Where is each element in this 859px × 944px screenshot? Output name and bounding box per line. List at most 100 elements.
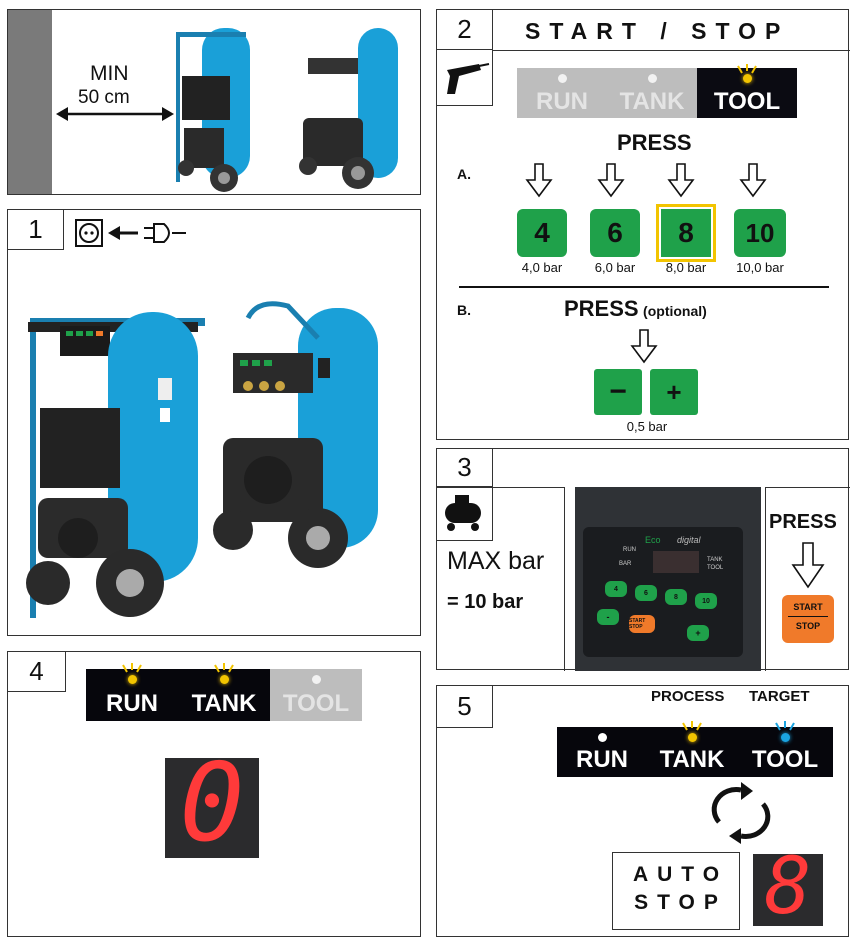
led-bar-run-tank: RUN TANK TOOL <box>86 663 368 721</box>
plus-button[interactable]: + <box>650 369 698 415</box>
right-subbox <box>765 487 850 671</box>
optional-label: (optional) <box>643 303 707 319</box>
pressure-button-6-label: 6 <box>607 217 623 248</box>
title-start-stop: START / STOP <box>525 18 790 44</box>
display-digit: 8 <box>764 854 812 926</box>
step-value: 0,5 bar <box>626 419 668 434</box>
min-label: MIN <box>90 62 129 85</box>
press-label-3: PRESS <box>769 511 837 533</box>
target-label: TARGET <box>749 688 810 705</box>
auto-stop-box: AUTO STOP <box>612 852 740 930</box>
step-number: 2 <box>437 10 493 50</box>
led-dot-run <box>127 675 137 684</box>
led-tool: TOOL <box>270 669 362 721</box>
led-label-tool: TOOL <box>751 746 819 773</box>
led-dot-tool <box>742 74 752 83</box>
led-dot-tool <box>311 675 321 684</box>
air-gun-icon <box>447 63 490 94</box>
pressure-button-6[interactable]: 6 <box>590 209 640 257</box>
led-bar-process: RUN TANK TOOL <box>557 721 833 777</box>
compressor-illustration-large <box>26 301 378 618</box>
compressor-icon-box <box>437 487 493 541</box>
compressor-illustration-small <box>176 28 398 192</box>
mini-display <box>653 551 699 573</box>
seven-seg-display-small: 8 <box>753 854 823 926</box>
down-arrow-b-icon <box>630 329 658 364</box>
led-tank: TANK <box>178 663 270 721</box>
led-label-tank: TANK <box>191 690 257 717</box>
display-digit: 0 <box>179 758 245 858</box>
title-underline <box>493 50 850 51</box>
press-optional: PRESS (optional) <box>564 296 707 322</box>
seven-seg-display: 0 <box>165 758 259 858</box>
pressure-button-10[interactable]: 10 <box>734 209 786 257</box>
pressure-button-8[interactable]: 8 <box>661 209 711 257</box>
run-mini: RUN <box>623 547 636 553</box>
compressor-icon <box>445 495 481 531</box>
led-tank: TANK <box>647 721 737 777</box>
panel-step-3: 3 MAX bar = 10 bar Eco digital RUN BAR T… <box>436 448 850 671</box>
left-subbox <box>437 487 565 671</box>
led-dot-tank <box>219 675 229 684</box>
process-label: PROCESS <box>651 688 725 705</box>
led-glow-tool-icon <box>775 721 795 731</box>
down-arrows-icon <box>525 163 767 198</box>
pressure-button-8-highlight <box>656 204 716 262</box>
cycle-arrows-icon <box>711 782 771 844</box>
led-run: RUN <box>557 727 647 777</box>
pressure-sub-8: 8,0 bar <box>665 260 707 275</box>
tank-mini: TANK <box>707 557 723 563</box>
plus-button-label: + <box>666 376 682 407</box>
minus-button[interactable]: − <box>594 369 642 415</box>
start-stop-divider <box>788 616 828 617</box>
step-b-label: B. <box>457 302 471 318</box>
led-tool: TOOL <box>697 64 797 118</box>
panel-step-2: 2 START / STOP RUN TANK TOOL PRESS A. <box>436 9 850 440</box>
pressure-sub-4: 4,0 bar <box>521 260 563 275</box>
bar-mini: BAR <box>619 561 632 567</box>
digital-label: digital <box>677 535 701 545</box>
led-dot-run <box>597 733 607 742</box>
mini-key-10: 10 <box>695 593 717 609</box>
mini-key-8-label: 8 <box>674 593 678 601</box>
panel-step-4: 4 RUN TANK TOOL 0 <box>7 651 421 937</box>
mini-key-start-stop-label: START STOP <box>629 618 646 630</box>
down-arrow-3-icon <box>791 542 825 589</box>
pressure-sub-10: 10,0 bar <box>736 260 784 275</box>
led-run: RUN <box>86 663 178 721</box>
step-number: 1 <box>8 210 64 250</box>
led-run: RUN <box>517 68 607 118</box>
step-a-label: A. <box>457 166 471 182</box>
mini-key-plus: + <box>687 625 709 641</box>
pressure-button-10-label: 10 <box>745 217 775 248</box>
led-label-tool: TOOL <box>713 88 781 115</box>
pressure-button-4[interactable]: 4 <box>517 209 567 257</box>
step-number: 5 <box>437 686 493 728</box>
tool-mini: TOOL <box>707 565 724 571</box>
mini-key-4: 4 <box>605 581 627 597</box>
led-glow-tank-icon <box>214 663 234 673</box>
led-glow-icon <box>737 64 757 74</box>
stop-label: STOP <box>795 621 821 631</box>
led-label-tank: TANK <box>659 746 725 773</box>
led-dot-tank <box>647 74 657 83</box>
led-tank: TANK <box>607 68 697 118</box>
mini-key-4-label: 4 <box>614 585 618 593</box>
pressure-sub-6: 6,0 bar <box>594 260 636 275</box>
led-glow-run-icon <box>122 663 142 673</box>
led-label-run: RUN <box>106 690 158 717</box>
minus-button-label: − <box>609 375 627 408</box>
air-gun-box <box>437 50 493 106</box>
start-label: START <box>793 602 823 612</box>
mini-key-6-label: 6 <box>644 589 648 597</box>
auto-label: AUTO <box>632 863 729 886</box>
distance-label: 50 cm <box>78 87 130 108</box>
led-dot-tank <box>687 733 697 742</box>
led-label-run: RUN <box>536 88 588 115</box>
start-stop-button[interactable]: START STOP <box>782 595 834 643</box>
mini-key-minus-label: - <box>606 612 610 622</box>
stop-label: STOP <box>634 891 727 914</box>
panel-face: Eco digital RUN BAR TANK TOOL 4 6 8 10 -… <box>583 527 743 657</box>
led-dot-run <box>557 74 567 83</box>
mini-key-10-label: 10 <box>702 597 710 605</box>
